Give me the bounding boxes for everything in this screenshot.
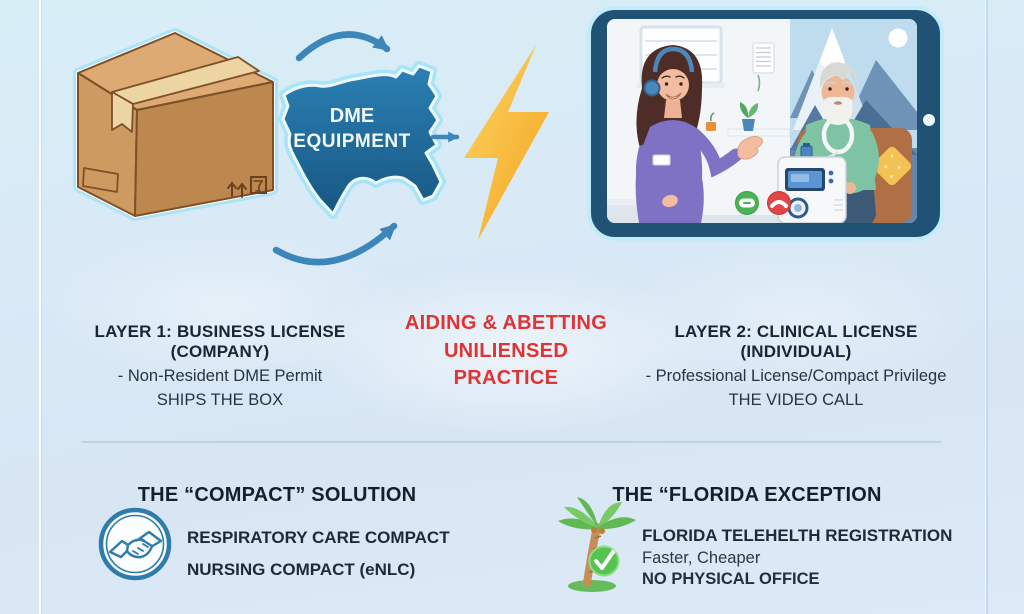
layer2-text-block: LAYER 2: CLINICAL LICENSE (INDIVIDUAL) -… <box>626 322 966 410</box>
telehealth-tablet-icon <box>587 6 944 241</box>
layer2-title: LAYER 2: CLINICAL LICENSE (INDIVIDUAL) <box>674 322 918 361</box>
end-call-button <box>767 191 791 215</box>
conflict-line1: AIDING & ABETTING <box>404 312 608 334</box>
compact-solution-title: THE “COMPACT” SOLUTION <box>137 484 417 506</box>
layer2-role: THE VIDEO CALL <box>728 391 864 409</box>
check-badge-icon <box>588 545 620 577</box>
patient-scene <box>777 19 917 223</box>
oxygen-concentrator <box>777 143 847 223</box>
map-label-line2: EQUIPMENT <box>293 131 410 152</box>
palm-tree-check-icon <box>558 497 636 592</box>
conflict-text-block: AIDING & ABETTING UNILIENSED PRACTICE <box>394 310 618 393</box>
compact-solution-item: RESPIRATORY CARE COMPACT <box>187 528 450 547</box>
cycle-arrows-icon <box>272 31 398 266</box>
layer2-detail: - Professional License/Compact Privilege <box>645 367 947 385</box>
sun-icon <box>888 28 908 48</box>
cardboard-box-icon <box>73 28 278 221</box>
answer-call-button <box>735 191 759 215</box>
pillow <box>872 146 912 186</box>
conflict-line2: UNILIENSED <box>443 339 569 362</box>
fragile-marks-icon <box>227 176 267 198</box>
clinician-figure <box>635 45 763 223</box>
us-map-icon: DME EQUIPMENT <box>278 61 446 219</box>
handshake-icon <box>98 507 172 581</box>
lightning-bolt-icon <box>464 45 549 240</box>
layer1-detail: - Non-Resident DME Permit <box>117 367 323 385</box>
layer1-role: SHIPS THE BOX <box>156 391 284 409</box>
clinician-scene <box>607 19 791 223</box>
conflict-line3: PRACTICE <box>453 367 559 389</box>
florida-subline: Faster, Cheaper <box>642 549 761 567</box>
compact-solution-item: NURSING COMPACT (eNLC) <box>187 560 416 579</box>
tablet-camera-icon <box>923 114 935 126</box>
florida-exception-title: THE “FLORIDA EXCEPTION <box>612 484 882 506</box>
layer1-text-block: LAYER 1: BUSINESS LICENSE (COMPANY) - No… <box>50 322 390 410</box>
florida-headline: FLORIDA TELEHELTH REGISTRATION <box>642 526 953 545</box>
layer1-title: LAYER 1: BUSINESS LICENSE (COMPANY) <box>94 322 346 361</box>
map-label-line1: DME <box>330 105 374 127</box>
florida-note: NO PHYSICAL OFFICE <box>642 570 820 588</box>
section-divider <box>81 441 942 443</box>
